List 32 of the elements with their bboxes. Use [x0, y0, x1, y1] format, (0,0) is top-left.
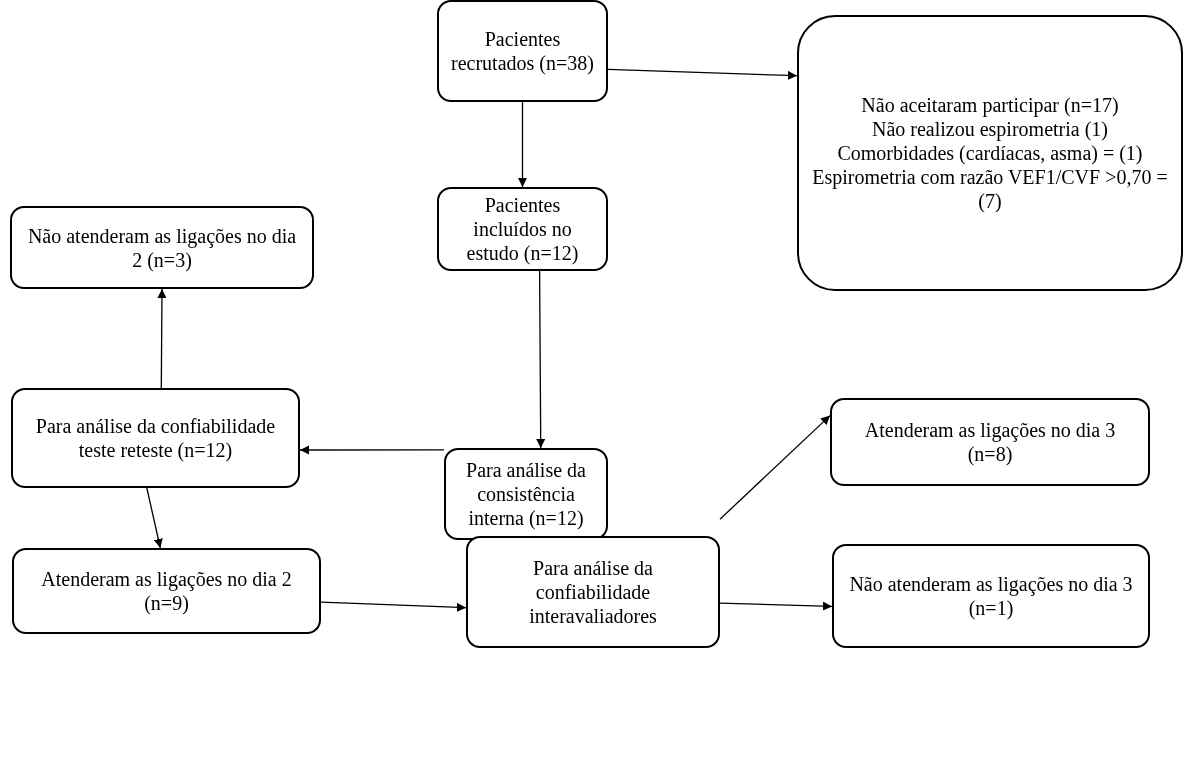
arrow	[536, 270, 546, 449]
box-text: Pacientes incluídos no estudo (n=12)	[465, 193, 580, 265]
arrow	[157, 288, 167, 389]
arrow	[719, 414, 831, 520]
process-box	[12, 548, 321, 634]
box-text: Atenderam as ligações no dia 3 (n=8)	[863, 418, 1117, 466]
arrow	[299, 445, 445, 455]
process-box	[797, 15, 1183, 291]
process-box	[11, 388, 300, 488]
box-text: Não realizou espirometria (1)	[872, 117, 1108, 141]
process-box	[830, 398, 1150, 486]
process-box	[437, 187, 608, 271]
box-text: Para análise da confiabilidade interavaliadores	[528, 556, 658, 628]
box-text: Espirometria com razão VEF1/CVF >0,70 = (7)	[811, 165, 1169, 213]
arrow	[146, 487, 163, 549]
box-text: Para análise da consistência interna (n=12)	[465, 458, 587, 530]
arrow	[607, 68, 798, 80]
box-text: Não atenderam as ligações no dia 3 (n=1)	[848, 572, 1134, 620]
box-text: Comorbidades (cardíacas, asma) = (1)	[837, 141, 1143, 165]
box-text: Atenderam as ligações no dia 2 (n=9)	[40, 567, 293, 615]
process-box	[437, 0, 608, 102]
box-text: Para análise da confiabilidade teste reteste (n=12)	[34, 414, 277, 462]
arrow	[320, 601, 467, 612]
box-text: Pacientes recrutados (n=38)	[450, 27, 595, 75]
process-box	[466, 536, 720, 648]
process-box	[444, 448, 608, 540]
process-box	[10, 206, 314, 289]
box-text: Não atenderam as ligações no dia 2 (n=3)	[26, 223, 298, 272]
process-box	[832, 544, 1150, 648]
arrow	[719, 601, 833, 611]
box-text: Não aceitaram participar (n=17)	[861, 93, 1119, 117]
arrow	[517, 101, 528, 188]
